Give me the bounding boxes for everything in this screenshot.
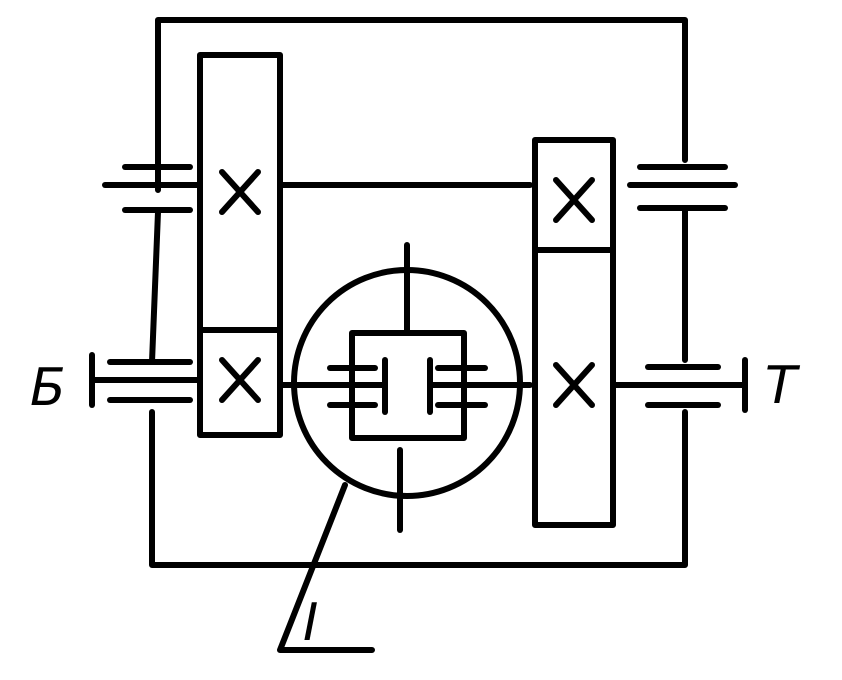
- gear-block-right: [532, 137, 616, 528]
- bearing-right-output: [610, 357, 748, 413]
- label-input-shaft: Б: [30, 358, 66, 418]
- callout-leader: [277, 482, 375, 653]
- label-output-shaft: Т: [765, 356, 801, 416]
- housing-outline: [149, 17, 688, 568]
- bearing-right-top: [627, 164, 738, 211]
- label-coupling-callout: I: [303, 593, 318, 653]
- coupling-assembly: [277, 242, 533, 533]
- gear-block-left: [197, 52, 283, 438]
- bearing-left-top: [102, 164, 203, 213]
- bearing-left-input: [89, 352, 203, 408]
